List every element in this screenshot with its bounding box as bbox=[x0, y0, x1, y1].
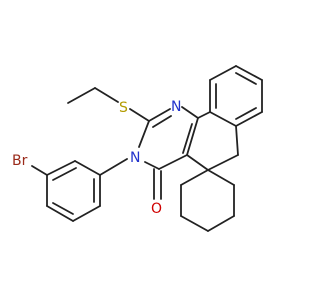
atom-s-label: S bbox=[119, 100, 128, 116]
molecule-structure: S N N O Br bbox=[12, 65, 263, 232]
bond-c8a-benzo bbox=[197, 111, 211, 119]
bond-c8a-c4a-double bbox=[182, 123, 193, 154]
bond-benzo-b bbox=[235, 65, 263, 81]
bond-cy-c bbox=[180, 215, 209, 232]
bond-ar-double-2 bbox=[52, 202, 74, 215]
bond-c2-n1-double bbox=[152, 115, 172, 128]
bond-n3-c2 bbox=[138, 120, 150, 148]
atom-n1-label: N bbox=[171, 99, 181, 115]
bond-benzo-a bbox=[209, 65, 237, 81]
bond-ar-c4-c5 bbox=[46, 205, 74, 222]
atom-n3-label: N bbox=[130, 150, 140, 166]
bond-benzo-e bbox=[209, 111, 237, 127]
bond-ethyl-ch3-ch2 bbox=[67, 87, 96, 104]
atom-br-label: Br bbox=[12, 153, 28, 169]
bond-c4a-c4 bbox=[158, 154, 188, 170]
bond-ar-c5-c6 bbox=[72, 205, 101, 222]
bond-ethyl-ch2-s bbox=[94, 87, 119, 103]
bond-ar-c-br bbox=[31, 165, 48, 176]
bond-s-c2 bbox=[129, 108, 150, 122]
bond-cy-d bbox=[207, 215, 235, 232]
molecule-canvas: S N N O Br bbox=[12, 65, 263, 232]
bond-c2-n1 bbox=[148, 108, 171, 122]
bond-benzo-d bbox=[235, 111, 263, 127]
bond-c4a-spiro bbox=[186, 154, 209, 171]
bond-benzo-ch2 bbox=[235, 125, 239, 156]
bond-c4-n3 bbox=[144, 161, 160, 170]
bond-c8a-c4a bbox=[186, 117, 199, 156]
bond-ar-c2-c3 bbox=[46, 160, 76, 176]
bond-n3-aryl bbox=[99, 158, 128, 176]
bond-n1-c8a bbox=[181, 106, 199, 119]
bond-ch2-spiro bbox=[207, 154, 239, 171]
bond-benzo-double-1 bbox=[235, 72, 257, 85]
bond-cy-f bbox=[207, 169, 235, 186]
bond-ar-double-1 bbox=[52, 167, 77, 181]
atom-o-label: O bbox=[151, 201, 162, 217]
bond-cy-a bbox=[180, 169, 209, 186]
bond-benzo-double-2 bbox=[235, 107, 257, 120]
bond-ar-c1-c2 bbox=[74, 160, 101, 176]
